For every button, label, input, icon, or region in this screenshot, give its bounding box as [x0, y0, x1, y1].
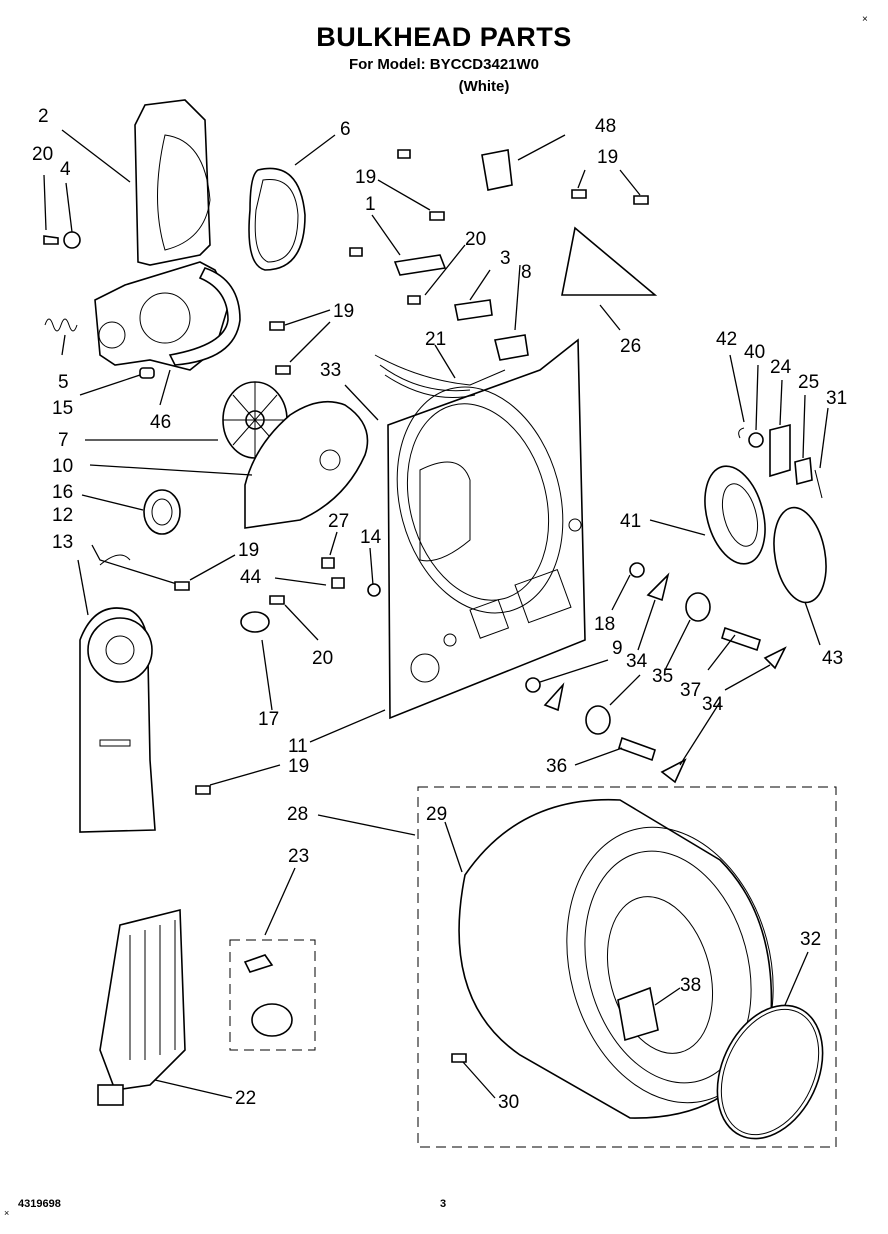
- callout-16: 16: [52, 482, 73, 503]
- part-28-drum-assembly-box: [417, 786, 837, 1148]
- callout-11: 11: [288, 736, 308, 757]
- part-38-baffle: [617, 986, 659, 1042]
- callout-19: 19: [238, 540, 259, 561]
- callout-1: 1: [365, 194, 376, 215]
- part-5-spring: [44, 318, 78, 332]
- part-41-lint-screen: [704, 465, 766, 565]
- part-11-bulkhead: [387, 338, 586, 720]
- callout-17: 17: [258, 709, 279, 730]
- callout-14: 14: [360, 527, 382, 548]
- callout-4: 4: [60, 159, 71, 180]
- callout-41: 41: [620, 511, 641, 532]
- callout-19: 19: [355, 167, 376, 188]
- callout-12: 12: [52, 505, 73, 526]
- part-1-bracket: [393, 254, 447, 276]
- callout-43: 43: [822, 648, 843, 669]
- part-48-relay: [481, 149, 513, 191]
- part-22-heater: [99, 908, 186, 1091]
- color-variant: (White): [458, 78, 510, 95]
- callout-19: 19: [288, 756, 309, 777]
- callout-7: 7: [58, 430, 69, 451]
- callout-22: 22: [235, 1088, 256, 1109]
- callout-34: 34: [702, 694, 724, 715]
- callout-26: 26: [620, 336, 641, 357]
- callout-34: 34: [626, 651, 648, 672]
- part-21-harness: [374, 354, 506, 398]
- part-26-plate: [561, 226, 658, 296]
- part-43-cover: [773, 506, 827, 604]
- part-10-blower-housing: [244, 400, 369, 529]
- callout-37: 37: [680, 680, 701, 701]
- page-number: 3: [440, 1198, 447, 1210]
- callout-28: 28: [287, 804, 308, 825]
- model-number: For Model: BYCCD3421W0: [348, 56, 540, 73]
- callout-6: 6: [340, 119, 351, 140]
- callout-38: 38: [680, 975, 701, 996]
- callout-44: 44: [240, 567, 262, 588]
- callout-5: 5: [58, 372, 69, 393]
- callout-42: 42: [716, 329, 737, 350]
- callout-20: 20: [32, 144, 53, 165]
- part-25-clip: [794, 456, 813, 486]
- callout-24: 24: [770, 357, 792, 378]
- part-code: 4319698: [18, 1198, 61, 1210]
- callout-20: 20: [312, 648, 333, 669]
- callout-46: 46: [150, 412, 171, 433]
- callout-19: 19: [333, 301, 354, 322]
- callout-13: 13: [52, 532, 73, 553]
- callout-40: 40: [744, 342, 765, 363]
- callout-25: 25: [798, 372, 819, 393]
- part-6-seal: [248, 167, 306, 271]
- callout-32: 32: [800, 929, 821, 950]
- callout-21: 21: [425, 329, 446, 350]
- callout-48: 48: [595, 116, 616, 137]
- callout-33: 33: [320, 360, 341, 381]
- callout-31: 31: [826, 388, 847, 409]
- callout-27: 27: [328, 511, 349, 532]
- part-8-connector: [494, 334, 529, 361]
- callout-30: 30: [498, 1092, 519, 1113]
- callout-29: 29: [426, 804, 447, 825]
- part-32-drum-seal: [716, 1004, 824, 1140]
- callout-8: 8: [521, 262, 532, 283]
- part-16-bearing: [143, 489, 181, 535]
- callout-19: 19: [597, 147, 618, 168]
- callout-36: 36: [546, 756, 567, 777]
- callout-23: 23: [288, 846, 309, 867]
- close-x-icon: ×: [862, 14, 868, 25]
- part-17-seal: [240, 611, 270, 633]
- part-24-clip: [769, 423, 791, 478]
- diagram-title: BULKHEAD PARTS: [316, 22, 572, 52]
- callout-18: 18: [594, 614, 615, 635]
- callout-20: 20: [465, 229, 486, 250]
- callout-15: 15: [52, 398, 73, 419]
- corner-mark-icon: ×: [4, 1208, 10, 1218]
- part-12-wire: [99, 554, 131, 566]
- callout-9: 9: [612, 638, 623, 659]
- callout-3: 3: [500, 248, 511, 269]
- callout-2: 2: [38, 106, 49, 127]
- callout-35: 35: [652, 666, 673, 687]
- part-3-switch: [454, 299, 493, 321]
- callout-10: 10: [52, 456, 73, 477]
- part-2-top-panel: [134, 99, 211, 266]
